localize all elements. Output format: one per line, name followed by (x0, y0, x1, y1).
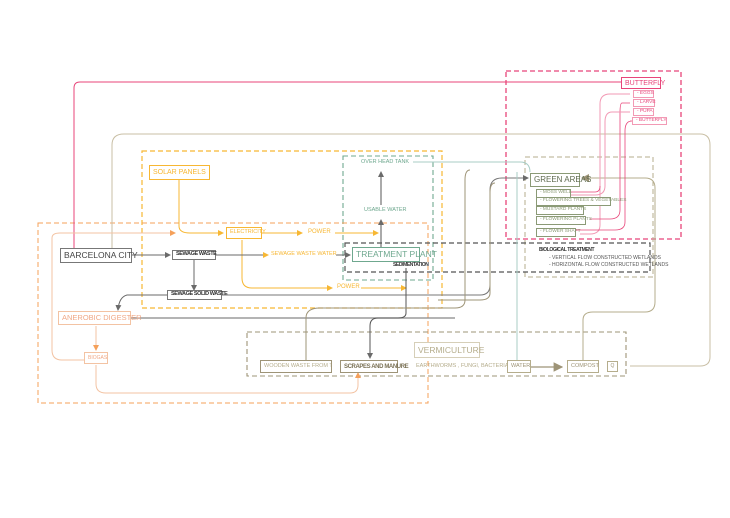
biogas-node[interactable]: BIOGAS (84, 352, 108, 364)
butterfly-stage-eggs[interactable]: - EGGS (633, 90, 654, 98)
connector-tank-green (413, 161, 531, 173)
butterfly-stage-pupa[interactable]: - PUPA (633, 108, 654, 116)
compost-node[interactable]: COMPOST (567, 360, 599, 373)
barcelona-city-node[interactable]: BARCELONA CITY (60, 248, 138, 263)
sewage-solid-waste-node[interactable]: SEWAGE SOLID WASTE (167, 290, 228, 300)
connector-eggs (580, 93, 630, 235)
connector-larve (590, 102, 630, 220)
compost-icon[interactable]: Q (607, 361, 618, 372)
connector-digester-loop (51, 230, 176, 318)
treatment-plant-node[interactable]: TREATMENT PLANT (352, 247, 437, 262)
connector-mosswell (570, 185, 601, 193)
green-item-mustard[interactable]: - MUSTARD PLANTS (536, 206, 586, 215)
connector-electricity-power2 (241, 240, 333, 291)
connector-butterfly-stage (570, 120, 633, 231)
connector-compost-green (581, 174, 656, 360)
connector-pupa (565, 111, 630, 196)
connector-biogas-scrapes (95, 365, 361, 394)
anerobic-digester-node[interactable]: ANEROBIC DIGESTER (58, 311, 142, 325)
bio-treatment-item-horizontal: - HORIZONTAL FLOW CONSTRUCTED WETLANDS (549, 262, 669, 268)
city-group-boundary (37, 222, 429, 404)
green-item-flowering-trees[interactable]: - FLOWERING TREES & VEGETABLES (536, 197, 626, 206)
solar-panels-node[interactable]: SOLAR PANELS (149, 165, 210, 180)
sewage-waste-water-label: SEWAGE WASTE WATER (271, 251, 337, 257)
connector-solid-right (222, 175, 529, 296)
sewage-waste-node[interactable]: SEWAGE WASTE (172, 250, 217, 260)
connector-olive-loop-1 (305, 169, 471, 360)
green-item-flowering-plants[interactable]: - FLOWERING PLANTS (536, 216, 592, 225)
overhead-tank-label: OVER HEAD TANK (361, 159, 410, 165)
connector-olive-loop-2 (438, 182, 496, 301)
power-label-top: POWER (308, 229, 331, 235)
connector-solid-digester (115, 294, 167, 311)
vermiculture-group-boundary (246, 331, 627, 377)
wooden-waste-node[interactable]: WOODEN WASTE FROM TREES (260, 360, 332, 373)
usable-water-label: USABLE WATER (364, 207, 407, 213)
butterfly-stage-larve[interactable]: - LARVE (633, 99, 656, 107)
butterfly-node[interactable]: BUTTERFLY (621, 77, 665, 89)
water-node[interactable]: WATER (507, 360, 531, 373)
water-group-boundary (342, 155, 434, 281)
solar-group-boundary (141, 150, 443, 309)
scrapes-manure-node[interactable]: SCRAPES AND MANURE (340, 360, 409, 373)
earthworms-label: EARTHWORMS , FUNGI, BACTERIA (416, 363, 509, 369)
sedimentation-label: SEDIMENTATION (393, 262, 429, 268)
connector-biogas-loop (51, 318, 84, 361)
electricity-node[interactable]: ELECTRICITY (226, 227, 266, 239)
connector-sedimentation-scrapes (367, 268, 407, 359)
power-label-bottom: POWER (337, 284, 360, 290)
bio-treatment-title: BIOLOGICAL TREATMENT (539, 247, 595, 253)
butterfly-stage-butterfly[interactable]: - BUTTERFLY (632, 117, 667, 125)
bio-treatment-boundary (344, 242, 651, 273)
green-group-boundary (524, 156, 654, 278)
butterfly-group-boundary (505, 70, 682, 240)
connector-city-butterfly (73, 81, 621, 250)
green-item-flower-shaft[interactable]: - FLOWER SHAFT (536, 228, 581, 237)
connector-city-loop (111, 133, 711, 367)
vermiculture-node[interactable]: VERMICULTURE (414, 342, 484, 358)
bio-treatment-item-vertical: - VERTICAL FLOW CONSTRUCTED WETLANDS (549, 255, 661, 261)
connector-solar-electricity (178, 180, 224, 236)
green-areas-node[interactable]: GREEN AREAS (530, 173, 591, 187)
